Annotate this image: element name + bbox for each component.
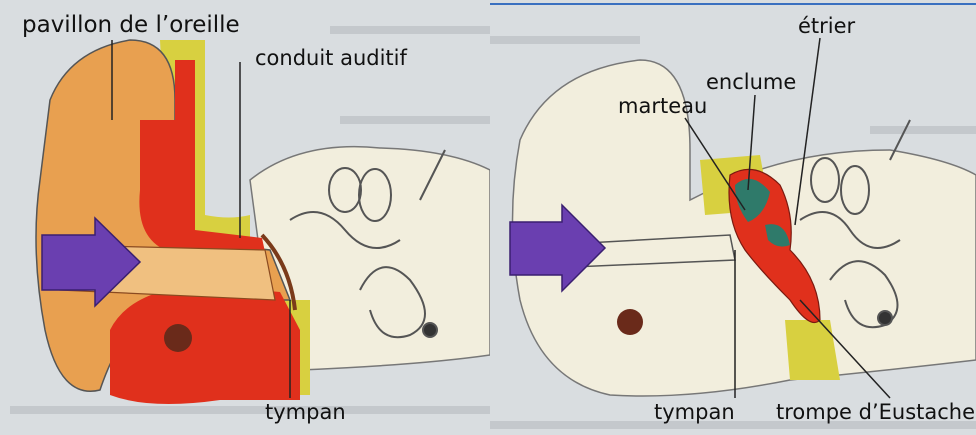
cartilage-nodule — [617, 309, 643, 335]
label-enclume: enclume — [706, 72, 796, 93]
label-trompe-eustache: trompe d’Eustache — [776, 402, 975, 423]
label-pavillon: pavillon de l’oreille — [22, 14, 240, 37]
right-panel-middle-ear: étrier enclume marteau tympan trompe d’E… — [490, 0, 976, 435]
label-tympan-right: tympan — [654, 402, 735, 423]
label-marteau: marteau — [618, 96, 707, 117]
left-panel-outer-ear: pavillon de l’oreille conduit auditif ty… — [0, 0, 490, 435]
left-ear-illustration — [0, 0, 490, 435]
canal-tissue-lower — [110, 285, 300, 404]
right-ear-illustration — [490, 0, 976, 435]
label-etrier: étrier — [798, 16, 855, 37]
label-conduit-auditif: conduit auditif — [255, 48, 407, 69]
cartilage-nodule — [164, 324, 192, 352]
label-tympan-left: tympan — [265, 402, 346, 423]
